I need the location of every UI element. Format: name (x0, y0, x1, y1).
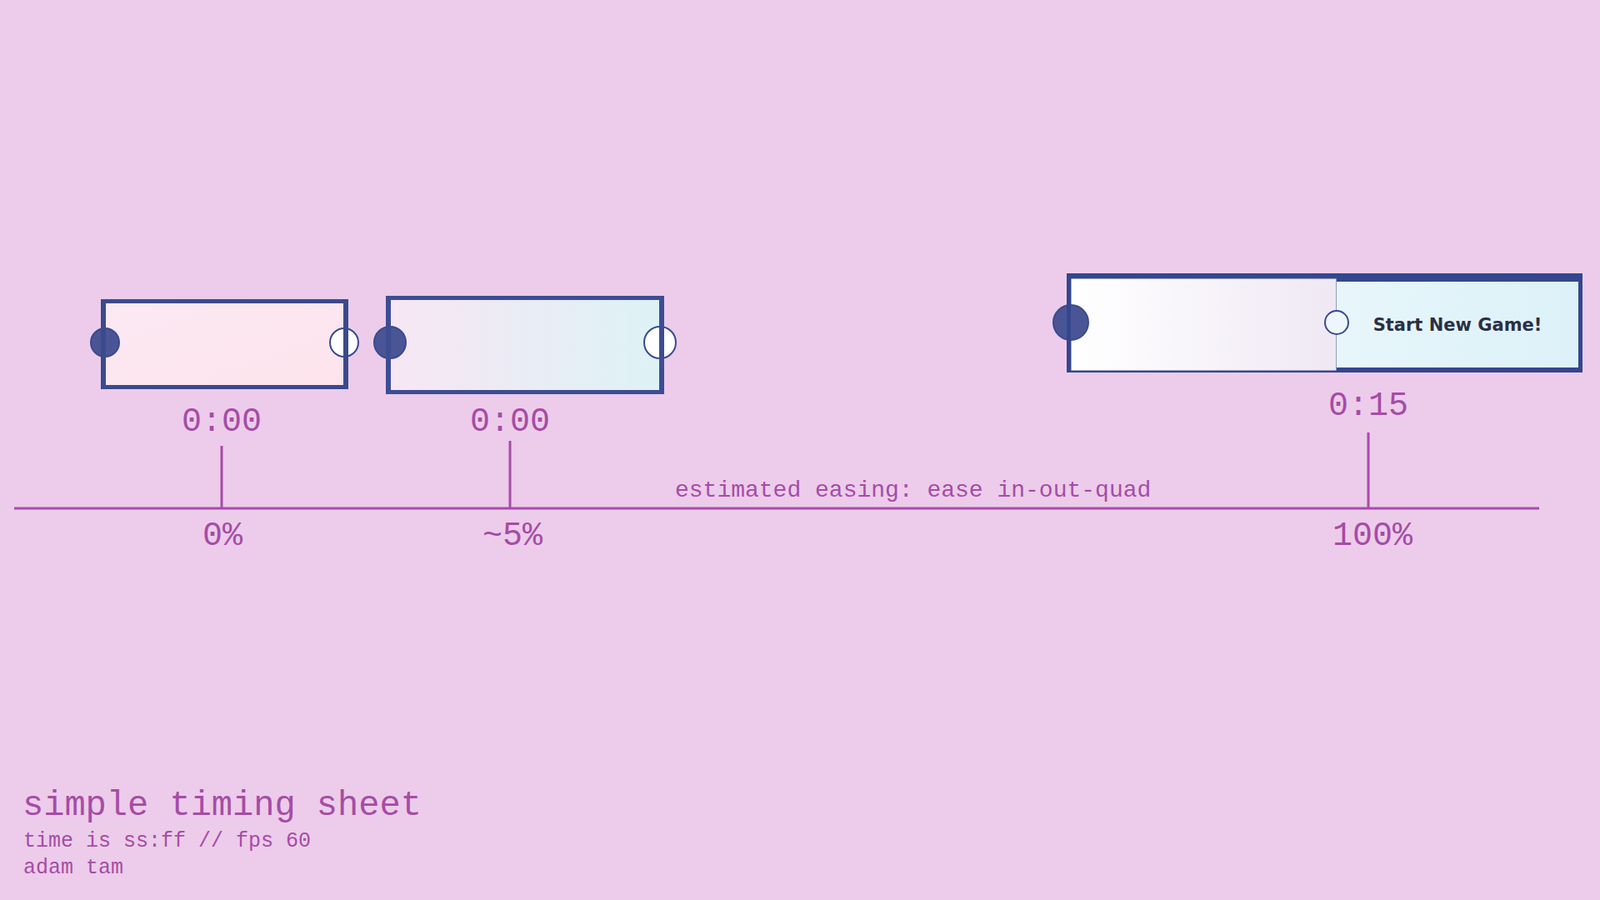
button-text: Start New Game! (1373, 315, 1543, 335)
sheet-subtitle: time is ss:ff // fps 60 (23, 830, 311, 855)
author-name: adam tam (23, 856, 124, 881)
percent-label: ~5% (482, 517, 543, 556)
time-label: 0:00 (181, 403, 262, 442)
button-panel: Start New Game! (1336, 281, 1579, 368)
time-label: 0:00 (470, 403, 550, 442)
time-label: 0:15 (1328, 387, 1409, 426)
percent-label: 100% (1332, 517, 1413, 556)
sheet-title: simple timing sheet (22, 785, 422, 826)
easing-note: estimated easing: ease in-out-quad (675, 477, 1151, 505)
percent-label: 0% (202, 517, 243, 556)
